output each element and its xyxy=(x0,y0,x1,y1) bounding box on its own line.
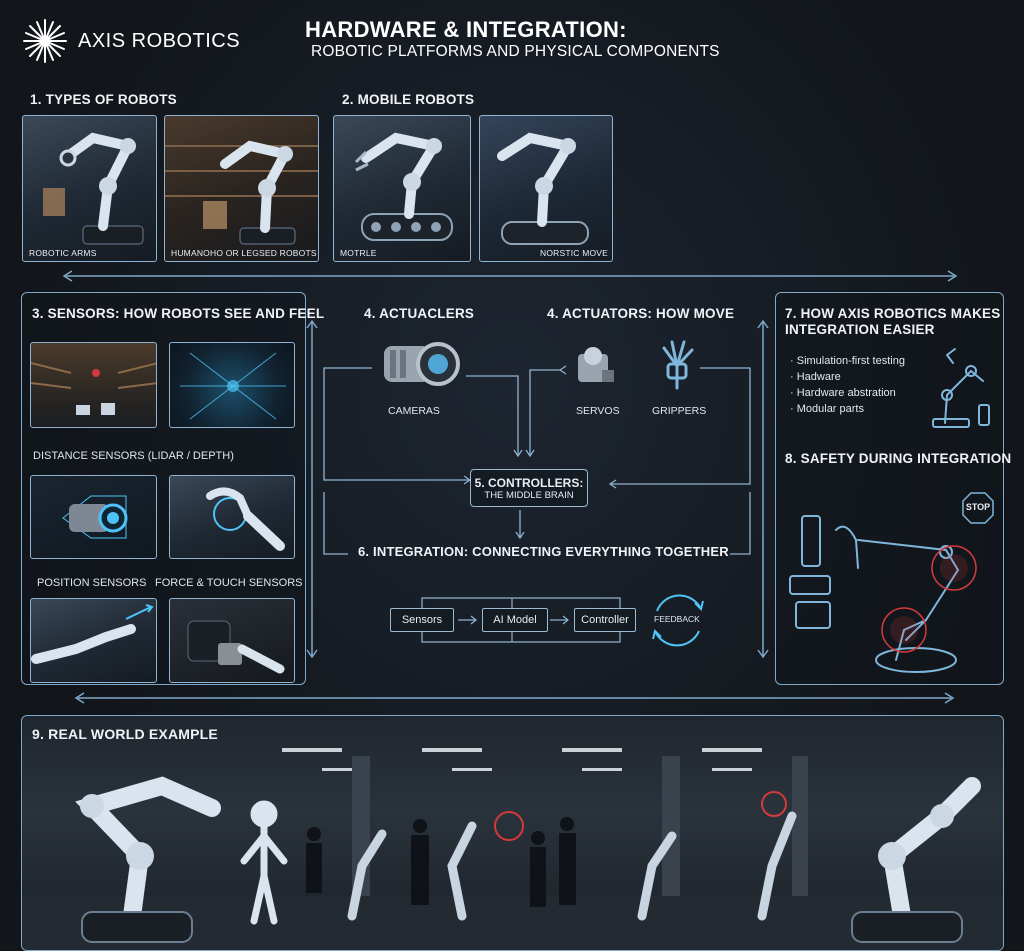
ai-model-box: AI Model xyxy=(482,608,548,632)
section-9-title: 9. REAL WORLD EXAMPLE xyxy=(32,726,218,742)
cameras-label: CAMERAS xyxy=(388,405,440,417)
bottom-double-arrow xyxy=(74,692,955,704)
controllers-box: 5. CONTROLLERS: THE MIDDLE BRAIN xyxy=(470,469,588,507)
real-world-panel: 9. REAL WORLD EXAMPLE xyxy=(21,715,1004,951)
depth-camera-icon xyxy=(62,495,128,539)
brand-name: AXIS ROBOTICS xyxy=(78,30,241,52)
gripper-icon xyxy=(654,336,700,392)
integration-flow-lines xyxy=(421,597,621,643)
force-sensor-card xyxy=(169,598,295,683)
tracked-robot-icon xyxy=(354,132,453,241)
integration-bullets: Simulation-first testing Hadware Hardwar… xyxy=(790,353,905,417)
bullet-item: Hadware xyxy=(790,369,905,385)
section-4b-title: 4. ACTUATORS: HOW MOVE xyxy=(547,306,735,321)
section-8-title: 8. SAFETY DURING INTEGRATION xyxy=(785,451,1012,466)
warehouse-camera-card xyxy=(30,342,157,428)
section-7-title-line1: 7. HOW AXIS ROBOTICS MAKES xyxy=(785,306,1001,321)
mobile-robot-caption: MOTRLE xyxy=(340,248,377,258)
robotic-move-card: NORSTIC MOVE xyxy=(479,115,613,262)
stop-sign-icon: STOP xyxy=(961,491,995,525)
lidar-scan-icon xyxy=(180,352,286,420)
section-1-title: 1. TYPES OF ROBOTS xyxy=(30,92,177,107)
right-vertical-arrow xyxy=(757,319,769,659)
stop-label: STOP xyxy=(965,502,991,512)
mobile-robot-card: MOTRLE xyxy=(333,115,471,262)
brand-logo xyxy=(20,16,70,66)
mobile-arm-icon xyxy=(497,132,589,245)
warehouse-robot-arm-icon xyxy=(165,140,318,245)
robotic-move-caption: NORSTIC MOVE xyxy=(540,248,609,258)
starburst-logo-icon xyxy=(23,19,67,63)
page-title: HARDWARE & INTEGRATION: xyxy=(305,17,627,42)
feedback-label: FEEDBACK xyxy=(654,614,700,624)
section-4a-title: 4. ACTUACLERS xyxy=(364,306,475,321)
position-sensor-card xyxy=(30,598,157,683)
controller-box: Controller xyxy=(574,608,636,632)
depth-sensor-card xyxy=(30,475,157,559)
sensors-box: Sensors xyxy=(390,608,454,632)
warehouse-vision-icon xyxy=(31,362,156,415)
grippers-label: GRIPPERS xyxy=(652,405,707,417)
section-7-title-line2: INTEGRATION EASIER xyxy=(785,322,935,337)
controllers-title: 5. CONTROLLERS: xyxy=(474,475,584,490)
section-3-title: 3. SENSORS: HOW ROBOTS SEE AND FEEL xyxy=(32,306,325,321)
factory-scene-illustration xyxy=(22,748,1003,950)
bullet-item: Hardware abstration xyxy=(790,385,905,401)
left-vertical-arrow xyxy=(306,319,318,659)
flow-connectors xyxy=(323,365,751,555)
servos-label: SERVOS xyxy=(576,405,620,417)
robotic-arms-caption: ROBOTIC ARMS xyxy=(29,248,97,258)
force-touch-sensors-label: FORCE & TOUCH SENSORS xyxy=(155,577,303,589)
page-subtitle: ROBOTIC PLATFORMS AND PHYSICAL COMPONENT… xyxy=(311,43,720,60)
distance-sensors-label: DISTANCE SENSORS (LIDAR / DEPTH) xyxy=(33,450,234,462)
controllers-subtitle: THE MIDDLE BRAIN xyxy=(484,489,574,501)
position-sensors-label: POSITION SENSORS xyxy=(37,577,147,589)
gripper-cup-icon xyxy=(187,620,285,674)
bullet-item: Modular parts xyxy=(790,401,905,417)
humanoid-robots-caption: HUMANOHO OR LEGSED ROBOTS xyxy=(171,248,317,258)
modular-robot-icon xyxy=(925,345,995,430)
safety-robot-illustration xyxy=(786,510,998,680)
servo-icon xyxy=(572,344,618,390)
feedback-loop-icon xyxy=(652,594,704,647)
section-6-title: 6. INTEGRATION: CONNECTING EVERYTHING TO… xyxy=(358,544,729,559)
bullet-item: Simulation-first testing xyxy=(790,353,905,369)
robot-finger-icon xyxy=(31,604,154,664)
robotic-arms-card: ROBOTIC ARMS xyxy=(22,115,157,262)
robot-arm-icon xyxy=(43,132,144,245)
top-double-arrow xyxy=(62,270,958,282)
section-2-title: 2. MOBILE ROBOTS xyxy=(342,92,475,107)
hand-sensor-card xyxy=(169,475,295,559)
camera-icon xyxy=(380,332,462,394)
vision-sensor-card xyxy=(169,342,295,428)
humanoid-robots-card: HUMANOHO OR LEGSED ROBOTS xyxy=(164,115,319,262)
robot-hand-icon xyxy=(206,487,285,551)
